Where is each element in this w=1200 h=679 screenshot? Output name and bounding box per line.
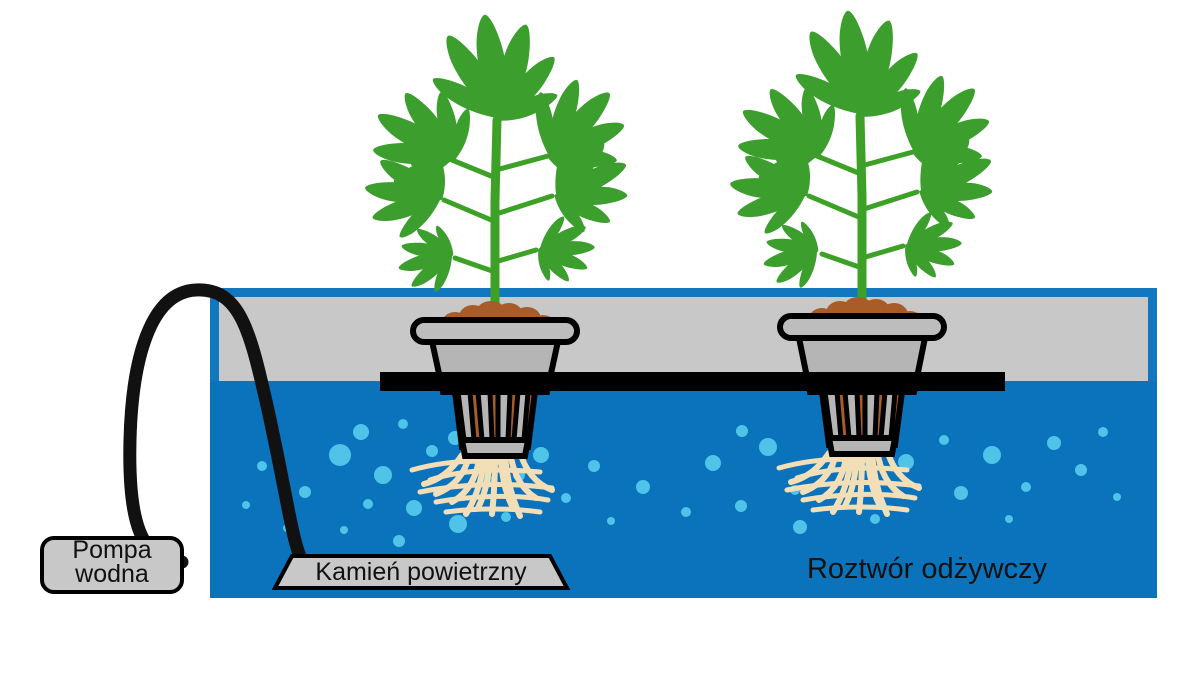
water-pump-box bbox=[40, 536, 184, 594]
plant-right bbox=[713, 9, 1015, 319]
water-pump-label-line2: wodna bbox=[74, 560, 149, 588]
bubble bbox=[705, 455, 721, 471]
bubble bbox=[299, 486, 311, 498]
plant-left bbox=[348, 13, 650, 323]
bubble bbox=[1005, 515, 1013, 523]
bubble bbox=[793, 520, 807, 534]
support-bar bbox=[380, 372, 1005, 391]
bubble bbox=[340, 526, 348, 534]
air-stone-label: Kamień powietrzny bbox=[315, 558, 527, 586]
bubble bbox=[939, 435, 949, 445]
bubble-layer bbox=[242, 419, 1121, 547]
bubble bbox=[736, 425, 748, 437]
bubble bbox=[393, 535, 405, 547]
net-pot-bottom-left bbox=[458, 437, 532, 459]
bubble bbox=[735, 500, 747, 512]
air-stone bbox=[271, 554, 571, 590]
net-pot-rim-left bbox=[410, 317, 580, 345]
tank-air-gap bbox=[219, 297, 1148, 381]
air-tubing bbox=[123, 283, 307, 569]
plant-stem-right bbox=[855, 111, 867, 319]
bubble bbox=[1047, 436, 1061, 450]
bubble bbox=[353, 424, 369, 440]
bubble bbox=[533, 447, 549, 463]
bubble bbox=[242, 501, 250, 509]
bubble bbox=[374, 466, 392, 484]
net-pot-rim-right bbox=[777, 313, 947, 341]
bubble bbox=[759, 438, 777, 456]
bubble bbox=[898, 454, 914, 470]
bubble bbox=[257, 461, 267, 471]
bubble bbox=[983, 446, 1001, 464]
bubble bbox=[607, 517, 615, 525]
bubble bbox=[449, 515, 467, 533]
bubble bbox=[398, 419, 408, 429]
water-pump-label-line1: Pompa bbox=[72, 536, 151, 564]
plant-stem-left bbox=[490, 115, 502, 323]
bubble bbox=[329, 444, 351, 466]
bubble bbox=[1113, 493, 1121, 501]
bubble bbox=[681, 507, 691, 517]
bubble bbox=[363, 499, 373, 509]
bubble bbox=[636, 480, 650, 494]
bubble bbox=[954, 486, 968, 500]
bubble bbox=[1075, 464, 1087, 476]
bubble bbox=[426, 445, 438, 457]
bubble bbox=[870, 514, 880, 524]
net-pot-bottom-right bbox=[825, 435, 899, 457]
nutrient-solution-label: Roztwór odżywczy bbox=[807, 553, 1048, 585]
bubble bbox=[1021, 482, 1031, 492]
root-spread-left bbox=[409, 458, 555, 515]
bubble bbox=[561, 493, 571, 503]
bubble bbox=[1098, 427, 1108, 437]
root-spread-right bbox=[776, 456, 922, 513]
bubble bbox=[406, 500, 422, 516]
bubble bbox=[588, 460, 600, 472]
bubble bbox=[501, 512, 511, 522]
